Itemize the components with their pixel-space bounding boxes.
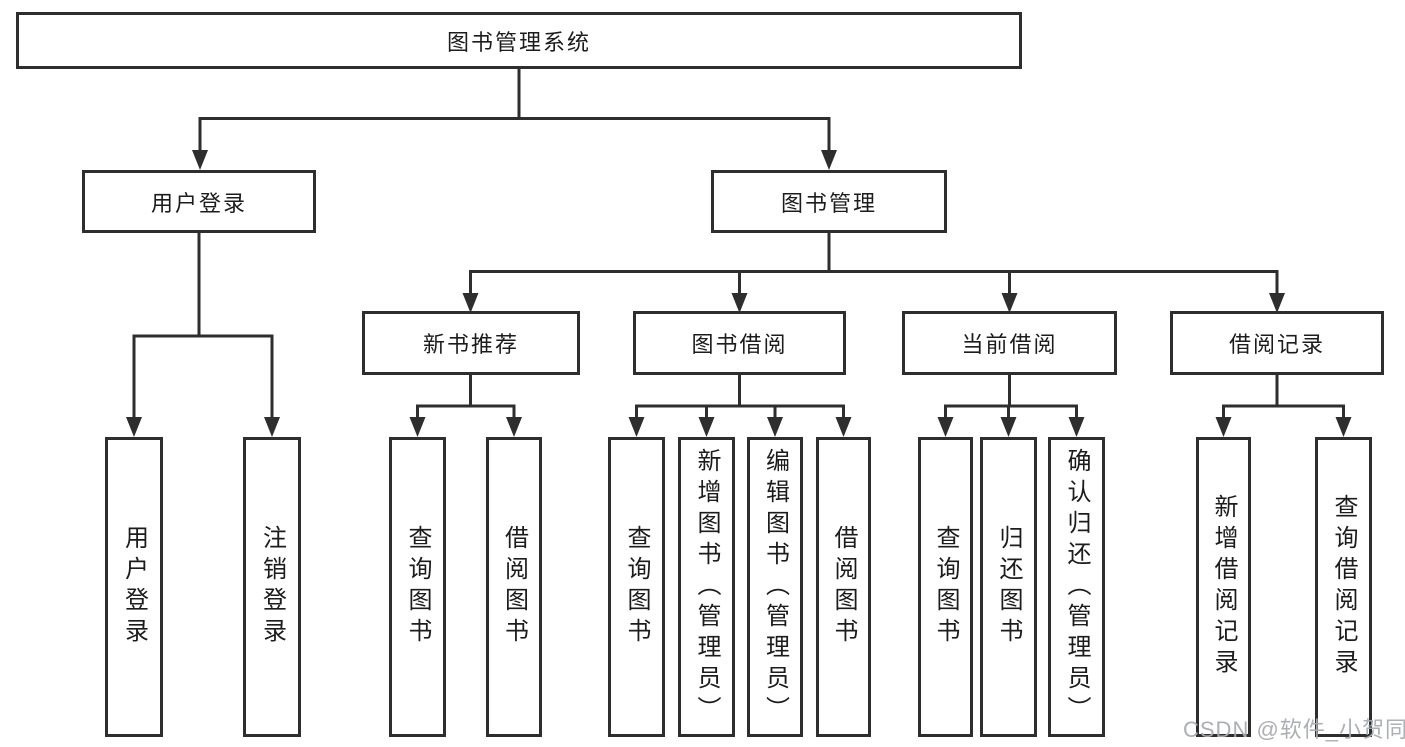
node-root-library-system: 图书管理系统 <box>16 12 1022 69</box>
node-user-login: 用户登录 <box>82 170 316 233</box>
leaf-logout: 注销登录 <box>243 437 301 737</box>
leaf-bb-borrow-books: 借阅图书 <box>816 437 871 737</box>
leaf-br-add-record: 新增借阅记录 <box>1196 437 1251 737</box>
leaf-bb-edit-books-admin: 编辑图书（管理员） <box>747 437 803 737</box>
node-current-borrow: 当前借阅 <box>902 311 1117 375</box>
leaf-user-login: 用户登录 <box>105 437 163 737</box>
leaf-cb-confirm-return-admin: 确认归还（管理员） <box>1048 437 1105 737</box>
leaf-bb-add-books-admin: 新增图书（管理员） <box>678 437 735 737</box>
arrowheads <box>126 150 1352 437</box>
csdn-watermark: CSDN @软件_小贺同学 <box>1183 717 1405 742</box>
node-borrow-records: 借阅记录 <box>1170 311 1384 375</box>
node-new-book-recommend: 新书推荐 <box>362 311 580 375</box>
node-book-borrow: 图书借阅 <box>633 311 846 375</box>
leaf-nb-query-books: 查询图书 <box>389 437 446 737</box>
leaf-cb-return-books: 归还图书 <box>980 437 1037 737</box>
node-book-management: 图书管理 <box>711 170 947 233</box>
leaf-bb-query-books: 查询图书 <box>608 437 665 737</box>
leaf-br-query-record: 查询借阅记录 <box>1315 437 1372 737</box>
leaf-cb-query-books: 查询图书 <box>918 437 973 737</box>
leaf-nb-borrow-books: 借阅图书 <box>486 437 542 737</box>
